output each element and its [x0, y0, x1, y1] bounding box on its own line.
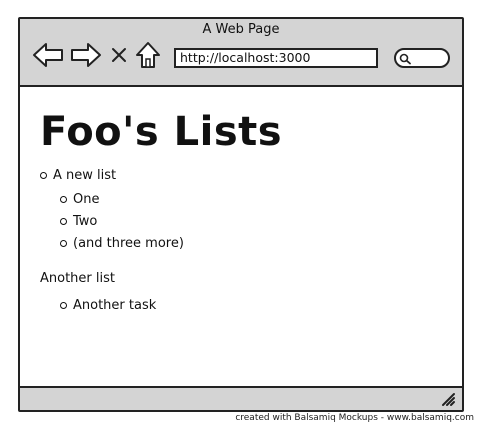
- task-item[interactable]: Two: [73, 213, 98, 229]
- forward-arrow-icon[interactable]: [70, 41, 102, 69]
- list-title[interactable]: A new list: [53, 168, 117, 183]
- window-title: A Web Page: [202, 22, 280, 37]
- list-a-new-list: A new list One Two (and th: [40, 165, 440, 254]
- list-item: Another task: [60, 294, 440, 316]
- bullet-icon: [60, 195, 67, 203]
- search-box[interactable]: [394, 48, 450, 68]
- list-item: Two: [60, 210, 440, 232]
- nested-list: Another task: [40, 294, 440, 316]
- list-item: A new list One Two (and th: [40, 165, 440, 254]
- credit-text: created with Balsamiq Mockups - www.bals…: [235, 413, 474, 423]
- bullet-icon: [60, 217, 67, 225]
- close-icon[interactable]: [110, 41, 128, 69]
- browser-chrome: A Web Page http://localhost:3000: [20, 19, 462, 87]
- lists-container: A new list One Two (and th: [40, 165, 440, 316]
- page-content: Foo's Lists A new list One: [20, 89, 462, 384]
- resize-grip-icon[interactable]: [440, 391, 456, 407]
- status-bar: [20, 386, 462, 410]
- browser-window: A Web Page http://localhost:3000: [18, 17, 464, 412]
- bullet-icon: [40, 172, 47, 179]
- page-title: Foo's Lists: [40, 109, 283, 155]
- address-bar[interactable]: http://localhost:3000: [174, 48, 378, 68]
- task-item[interactable]: One: [73, 191, 100, 207]
- bullet-icon: [60, 301, 67, 309]
- bullet-icon: [60, 239, 67, 247]
- home-icon[interactable]: [134, 41, 162, 69]
- more-items-link[interactable]: (and three more): [73, 235, 184, 251]
- search-icon: [399, 53, 411, 65]
- list-item: One: [60, 188, 440, 210]
- task-item[interactable]: Another task: [73, 297, 157, 313]
- back-arrow-icon[interactable]: [32, 41, 64, 69]
- nested-list: One Two (and three more): [40, 188, 440, 254]
- list-item: (and three more): [60, 232, 440, 254]
- list-title[interactable]: Another list: [40, 270, 115, 286]
